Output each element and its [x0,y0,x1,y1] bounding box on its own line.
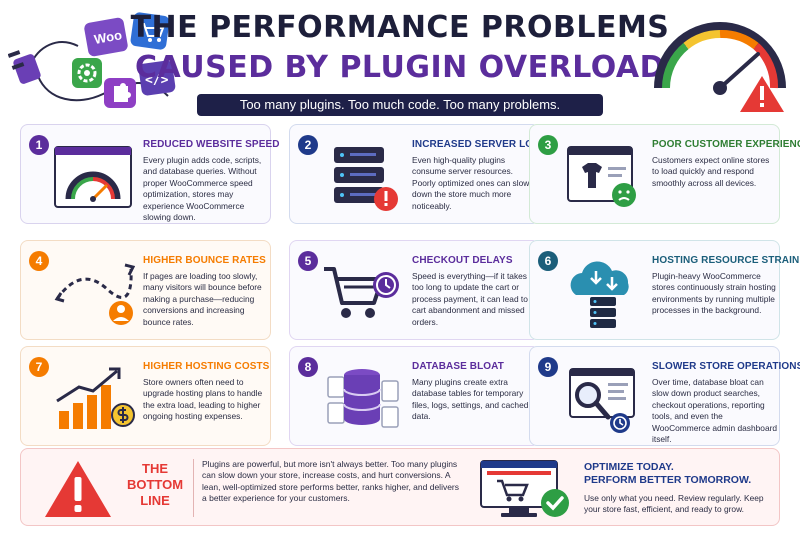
bottom-line-title-line2: BOTTOM [126,477,184,492]
plugin-cluster-illustration: Woo </> [8,12,176,108]
card-body: Store owners often need to upgrade hosti… [143,377,263,422]
card-reduced-website-speed: 1 REDUCED WEBSITE SPEED Every plugin add… [20,124,280,224]
card-title: REDUCED WEBSITE SPEED [143,139,280,150]
woo-label: Woo [93,27,123,47]
gauge-needle [718,52,760,90]
bottom-line-title-line1: THE [142,461,168,476]
code-label: </> [145,73,169,88]
page-title-line1: THE PERFORMANCE PROBLEMS [130,10,670,45]
cart-clock-icon [324,267,399,318]
card-body: Over time, database bloat can slow down … [652,377,778,445]
speedometer-icon [54,146,132,208]
card-slower-store-operations: 9 SLOWER STORE OPERATIONS Over time, dat… [529,346,800,446]
bottom-line-banner: THE BOTTOM LINE Plugins are powerful, bu… [20,448,780,526]
warning-triangle-icon [45,461,111,517]
monitor-cart-check-icon [480,460,569,517]
cloud-server-icon [570,261,629,328]
bottom-line-body: Plugins are powerful, but more isn't alw… [202,459,460,504]
card-body: Speed is everything—if it takes too long… [412,271,528,327]
card-number: 4 [29,251,49,271]
card-title: CHECKOUT DELAYS [412,255,513,266]
power-plug-icon [8,50,41,84]
cta-title-line2: PERFORM BETTER TOMORROW. [584,474,752,486]
header: Woo </> THE PERFORMANCE PROBLEMS CAUSED … [0,0,800,118]
database-icon [327,369,399,428]
bottom-line-title: THE BOTTOM LINE [125,461,185,509]
card-title: HIGHER BOUNCE RATES [143,255,266,266]
card-title: HIGHER HOSTING COSTS [143,361,270,372]
card-title: POOR CUSTOMER EXPERIENCE [652,139,800,150]
card-hosting-resource-strain: 6 HOSTING RESOURCE STRAIN Plugin-heavy W… [529,240,800,340]
card-number: 1 [29,135,49,155]
card-poor-customer-experience: 3 POOR CUSTOMER EXPERIENCE Customers exp… [529,124,800,224]
card-number: 8 [298,357,318,377]
sad-face-icon [567,146,636,207]
tagline-banner: Too many plugins. Too much code. Too man… [197,94,603,116]
puzzle-icon [104,78,136,108]
cta-body: Use only what you need. Review regularly… [584,493,764,514]
server-icon [334,147,398,211]
bottom-line-title-line3: LINE [140,493,170,508]
card-number: 3 [538,135,558,155]
cart-plugin-icon [130,12,170,50]
cta-title: OPTIMIZE TODAY. PERFORM BETTER TOMORROW. [584,461,774,487]
card-body: Even high-quality plugins consume server… [412,155,530,211]
gear-icon [72,58,102,88]
card-number: 7 [29,357,49,377]
card-body: Many plugins create extra database table… [412,377,529,422]
divider [193,459,194,517]
card-body: Customers expect online stores to load q… [652,155,770,188]
magnifier-icon [569,368,635,433]
card-number: 6 [538,251,558,271]
code-icon: </> [138,60,176,96]
card-title: HOSTING RESOURCE STRAIN [652,255,800,266]
card-higher-bounce-rates: 4 HIGHER BOUNCE RATES If pages are loadi… [20,240,271,340]
bounce-arrow-icon [54,263,135,325]
card-title: SLOWER STORE OPERATIONS [652,361,800,372]
card-checkout-delays: 5 CHECKOUT DELAYS Speed is everything—if… [289,240,540,340]
card-title: INCREASED SERVER LOAD [412,139,548,150]
card-body: Plugin-heavy WooCommerce stores continuo… [652,271,776,316]
card-body: Every plugin adds code, scripts, and dat… [143,155,262,223]
card-title: DATABASE BLOAT [412,361,504,372]
rising-cost-icon [56,367,135,429]
cta-title-line1: OPTIMIZE TODAY. [584,461,674,473]
warning-triangle-icon [740,76,784,112]
card-database-bloat: 8 DATABASE BLOAT Many plugins create ext… [289,346,540,446]
card-higher-hosting-costs: 7 HIGHER HOSTING COSTS Store owners ofte… [20,346,271,446]
speed-gauge-warning-illustration [654,22,786,112]
card-increased-server-load: 2 INCREASED SERVER LOAD Even high-qualit… [289,124,548,224]
card-number: 9 [538,357,558,377]
page-title-line2: CAUSED BY PLUGIN OVERLOAD [134,50,666,85]
woo-plugin-icon: Woo [84,17,128,57]
card-number: 2 [298,135,318,155]
card-body: If pages are loading too slowly, many vi… [143,271,262,327]
card-number: 5 [298,251,318,271]
